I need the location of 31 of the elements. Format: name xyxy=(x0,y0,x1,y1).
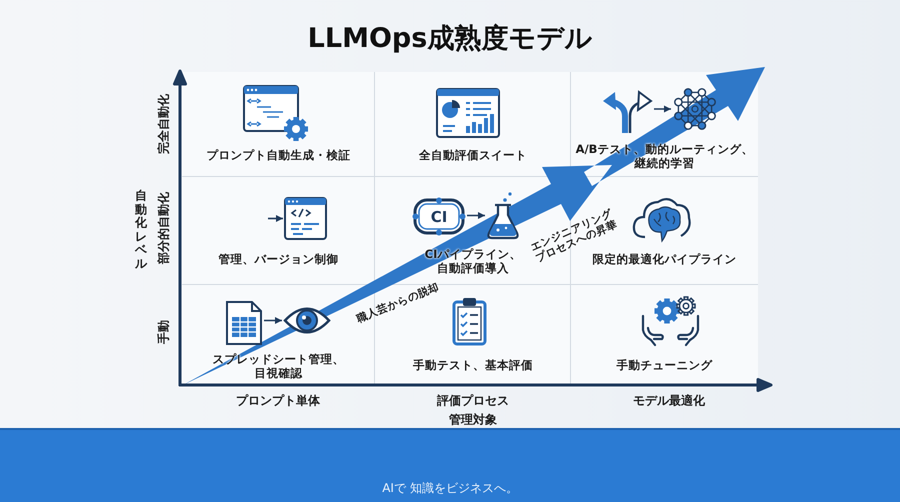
icon-label: CI xyxy=(430,208,448,224)
network-icon xyxy=(672,86,718,132)
matrix-cell xyxy=(182,72,375,177)
practice-label: 限定的最適化パイプライン xyxy=(592,252,738,266)
code-window-icon xyxy=(284,197,327,240)
practice-label: 管理、バージョン制御 xyxy=(218,252,340,266)
practice-label: 手動テスト、基本評価 xyxy=(412,358,534,372)
column-label: プロンプト単体 xyxy=(236,392,320,410)
row-label: 手動 xyxy=(156,320,172,344)
tagline: AIで 知識をビジネスへ。 xyxy=(382,480,518,497)
row-label: 完全自動化 xyxy=(156,94,172,154)
practice-label: 全自動評価スイート xyxy=(418,148,528,162)
fork-arrow-icon xyxy=(601,88,653,133)
spreadsheet-icon xyxy=(225,300,263,346)
column-label: 評価プロセス xyxy=(437,392,509,410)
arrow xyxy=(654,106,671,112)
matrix-cell xyxy=(571,285,758,385)
practice-label: 手動チューニング xyxy=(616,358,714,372)
arrow xyxy=(268,215,283,222)
axis-title: 自動化レベル xyxy=(134,190,148,270)
practice-label: プロンプト自動生成・検証 xyxy=(206,148,352,162)
matrix-cell xyxy=(182,177,375,285)
arrow-label: 職人芸からの脱却 xyxy=(354,280,442,326)
matrix-cell xyxy=(375,72,571,177)
flask-icon xyxy=(486,191,520,240)
axis-title: 管理対象 xyxy=(449,412,497,428)
arrow xyxy=(467,212,485,219)
column-label: モデル最適化 xyxy=(633,392,705,410)
arrow xyxy=(264,317,282,324)
row-label: 部分的自動化 xyxy=(156,192,172,264)
title: LLMOps成熟度モデル xyxy=(308,22,592,56)
